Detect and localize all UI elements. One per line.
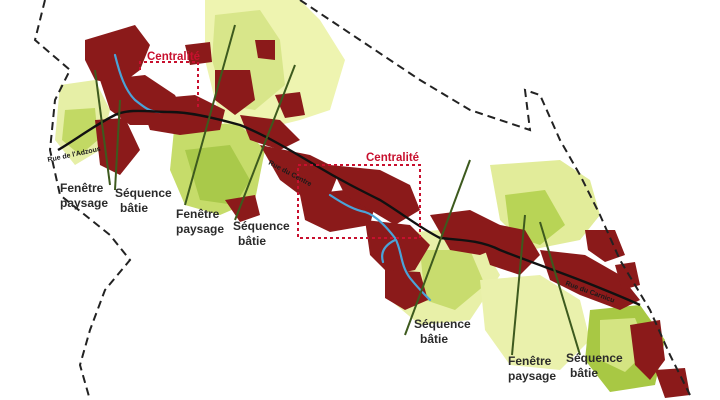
- centralite-box: [139, 61, 199, 110]
- axis-line: [184, 24, 236, 206]
- annotation-line1: Fenêtre: [60, 181, 104, 195]
- centralite-boxes: [139, 61, 421, 239]
- annotation-line2: bâtie: [570, 366, 598, 380]
- annotation-fenetre-3: Fenêtre paysage: [508, 354, 556, 383]
- centralite-box: [297, 164, 421, 239]
- annotation-line1: Fenêtre: [508, 354, 552, 368]
- centralite-label-1: Centralité: [147, 51, 200, 63]
- centralite-label-2: Centralité: [366, 152, 419, 164]
- built-area: [140, 95, 225, 135]
- built-area: [225, 195, 260, 222]
- axis-line: [114, 99, 121, 191]
- annotation-line1: Séquence: [414, 317, 471, 331]
- annotation-line2: paysage: [508, 369, 556, 383]
- built-area: [260, 145, 340, 195]
- axis-lines: [94, 24, 581, 356]
- river-branch: [381, 238, 397, 264]
- annotation-line1: Séquence: [566, 351, 623, 365]
- annotation-fenetre-1: Fenêtre paysage: [60, 181, 108, 210]
- built-area: [215, 70, 255, 115]
- annotation-sequence-4: Séquence bâtie: [566, 351, 623, 380]
- annotation-line2: paysage: [60, 196, 108, 210]
- axis-line: [539, 221, 581, 356]
- axis-line: [404, 159, 471, 336]
- annotation-line2: paysage: [176, 222, 224, 236]
- built-area: [365, 220, 430, 275]
- built-area: [185, 42, 212, 65]
- annotation-line2: bâtie: [238, 234, 266, 248]
- built-area: [655, 368, 690, 398]
- built-area: [240, 115, 300, 150]
- landscape-area: [185, 145, 250, 205]
- annotation-line2: bâtie: [120, 201, 148, 215]
- annotation-line1: Séquence: [115, 186, 172, 200]
- annotation-sequence-3: Séquence bâtie: [414, 317, 471, 346]
- annotation-sequence-1: Séquence bâtie: [115, 186, 172, 215]
- commune-boundary: [33, 0, 132, 400]
- axis-line: [511, 214, 526, 356]
- built-area: [630, 320, 665, 380]
- landscape-area: [420, 250, 485, 310]
- annotation-fenetre-2: Fenêtre paysage: [176, 207, 224, 236]
- annotation-sequence-2: Séquence bâtie: [233, 219, 290, 248]
- axis-line: [234, 64, 296, 221]
- axis-line: [94, 69, 111, 186]
- built-area: [615, 262, 640, 290]
- annotation-line1: Séquence: [233, 219, 290, 233]
- built-area: [255, 40, 275, 60]
- river-branch: [328, 193, 432, 302]
- annotation-line1: Fenêtre: [176, 207, 220, 221]
- annotation-line2: bâtie: [420, 332, 448, 346]
- built-area: [585, 230, 625, 262]
- built-area: [85, 25, 150, 85]
- main-road: [57, 109, 641, 307]
